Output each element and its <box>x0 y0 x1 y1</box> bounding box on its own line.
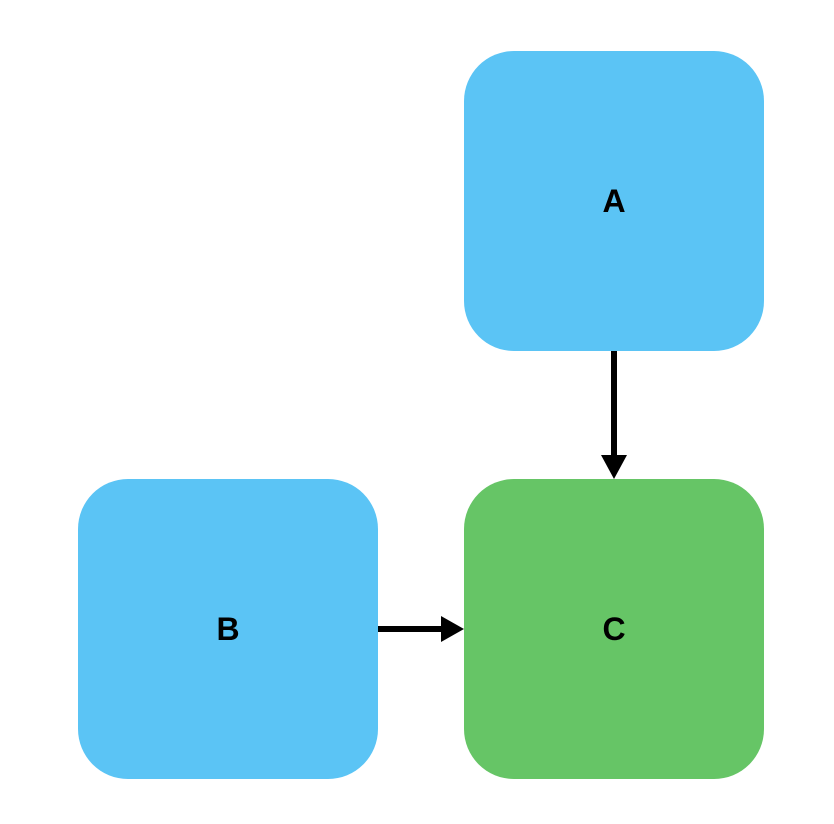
edge-a-to-c-arrowhead <box>601 455 627 479</box>
node-a-label: A <box>602 183 626 219</box>
node-b: B <box>78 479 378 779</box>
edge-b-to-c <box>378 616 464 642</box>
node-c-label: C <box>602 611 626 647</box>
edge-b-to-c-arrowhead <box>441 616 464 642</box>
edge-a-to-c <box>601 351 627 479</box>
node-a: A <box>464 51 764 351</box>
node-b-label: B <box>216 611 240 647</box>
node-c: C <box>464 479 764 779</box>
